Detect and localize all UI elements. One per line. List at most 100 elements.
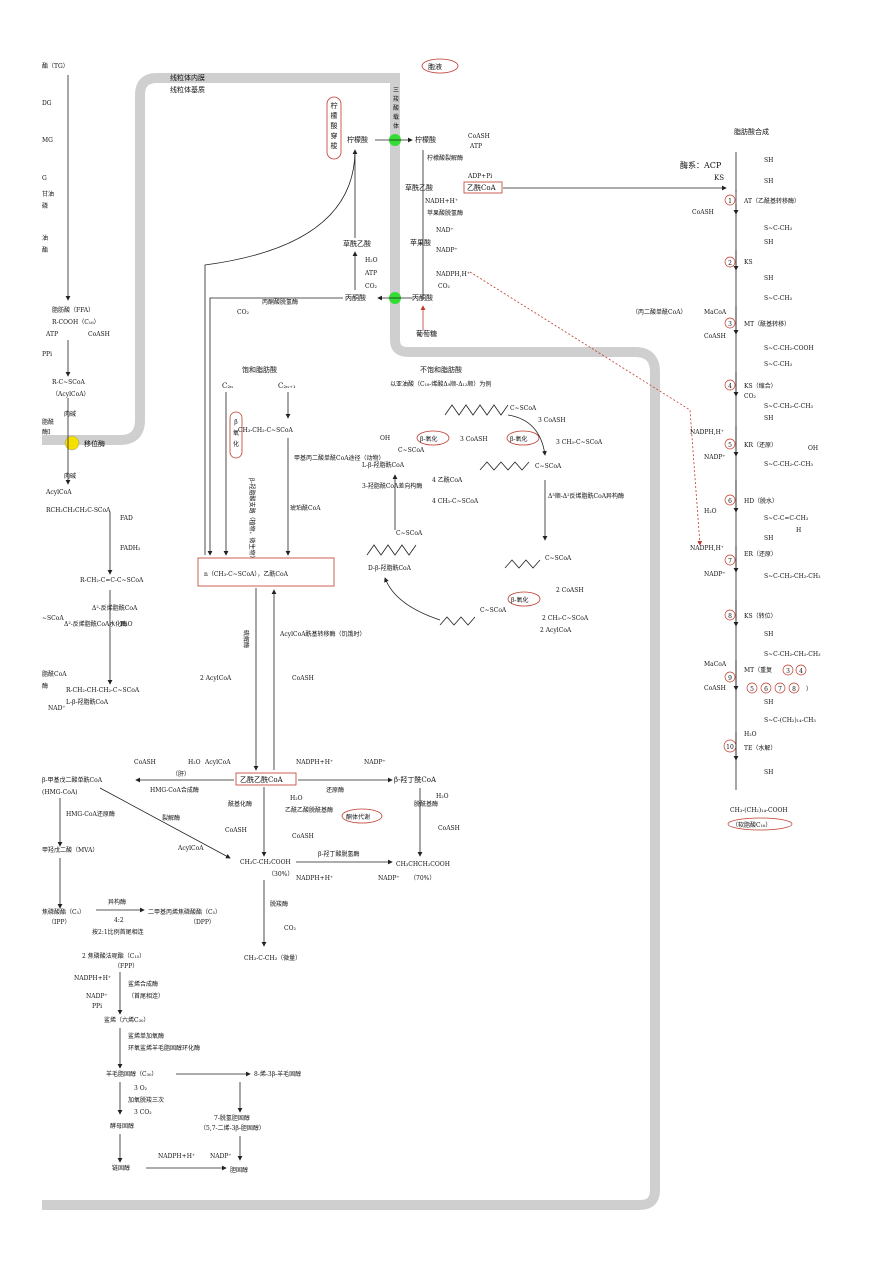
svg-text:~SCoA: ~SCoA <box>42 615 64 622</box>
fas-coash3: CoASH <box>704 685 726 692</box>
fas-nadph1: NADPH,H⁺ <box>690 429 724 436</box>
co2-2-label: CO₂ <box>365 283 378 290</box>
fas-step10-number: 10 <box>723 739 737 753</box>
carnitine-translocase <box>64 435 80 451</box>
fas-step9: MT（重复 <box>744 666 772 674</box>
hydration-arrow <box>384 577 441 621</box>
chol-ppi: PPi <box>92 1003 102 1010</box>
fas-sh6: SH <box>764 535 773 542</box>
svg-text:7: 7 <box>728 558 732 565</box>
svg-text:油: 油 <box>42 234 48 242</box>
fas-repeat-5: 5 <box>746 682 758 694</box>
nadph-supply-arrow <box>469 271 703 546</box>
ketone-acylcoa: AcylCoA <box>204 759 231 766</box>
svg-text:FADH₂: FADH₂ <box>120 545 141 552</box>
atp-label: ATP <box>469 143 482 150</box>
svg-text:檬: 檬 <box>331 111 338 120</box>
fas-sh3: SH <box>764 239 773 246</box>
svg-text:8: 8 <box>728 613 732 620</box>
svg-text:CoASH: CoASH <box>88 331 110 338</box>
chol-nadp-2: NADP⁺ <box>210 1153 232 1160</box>
svg-text:柠: 柠 <box>331 101 338 110</box>
desmosterol: 链固醇 <box>112 1164 130 1172</box>
saturated-fa: 饱和脂肪酸 <box>242 365 277 374</box>
fas-s-malonyl: S~C-CH₂-COOH <box>764 345 814 352</box>
svg-text:7: 7 <box>778 686 782 693</box>
svg-text:H₂O: H₂O <box>120 621 133 628</box>
fas-h2o2: H₂O <box>744 731 757 738</box>
acetoacetyl-coa: 乙酰乙酰CoA <box>235 772 297 786</box>
ketone-nadp: NADP⁺ <box>364 759 386 766</box>
glucose: 葡萄糖 <box>416 329 437 338</box>
fas-repeat-7: 7 <box>774 682 786 694</box>
head-tail: （首尾相连） <box>128 992 164 1000</box>
fas-s-enoyl: S~C-C=C-CH₃ <box>764 515 809 522</box>
h2o-2: H₂O <box>290 795 303 802</box>
svg-text:DG: DG <box>42 100 52 107</box>
ketone-co2: CO₂ <box>284 925 297 932</box>
fas-step6-number: 6 <box>724 494 736 506</box>
coash-2: 2 CoASH <box>556 587 584 594</box>
acyl2: 2 AcylCoA <box>200 675 232 682</box>
fas-step1-number: 1 <box>724 194 736 206</box>
svg-text:n（CH₃-C~SCoA），乙酰CoA: n（CH₃-C~SCoA），乙酰CoA <box>204 570 289 578</box>
acetoacetate: CH₃C-CH₂COOH <box>240 859 291 866</box>
fas-step8: KS（转位） <box>744 612 777 620</box>
co2-3-label: CO₂ <box>237 309 250 316</box>
fas-repeat-4: 4 <box>795 664 807 676</box>
ratio: 4:2 <box>114 917 124 924</box>
svg-text:梭: 梭 <box>331 141 338 150</box>
thiolase: 硫解酶 <box>242 630 250 648</box>
fas-step2: KS <box>744 259 753 266</box>
fas-enzyme-system: 酶系：ACP <box>680 160 722 170</box>
fas-sh2: SH <box>764 178 773 185</box>
palmitate: CH₃-(CH₂)₁₄-COOH <box>730 807 788 814</box>
inner-membrane-label: 线粒体内膜 <box>170 73 205 82</box>
fas-title: 脂肪酸合成 <box>734 127 769 136</box>
svg-text:氧: 氧 <box>233 429 239 437</box>
fas-sh7: SH <box>764 631 773 638</box>
fas-macoa2: MaCoA <box>704 661 727 668</box>
fas-step2-number: 2 <box>724 256 736 268</box>
fas-step6: HD（脱水） <box>744 497 778 505</box>
svg-text:6: 6 <box>728 498 732 505</box>
cholesterol: 胆固醇 <box>230 1166 248 1174</box>
zymosterol: 酵母固醇 <box>110 1122 134 1130</box>
chol-nadph-2: NADPH+H⁺ <box>158 1153 195 1160</box>
cytosol-badge: 胞液 <box>421 58 459 74</box>
liver: （肝） <box>172 771 190 778</box>
acylation-enzyme: 酰基化酶 <box>228 800 252 808</box>
svg-text:3: 3 <box>786 668 790 675</box>
fpp-abbr: （FPP） <box>114 963 138 970</box>
adp-label: ADP+Pi <box>467 173 492 180</box>
svg-text:酸: 酸 <box>331 121 338 130</box>
ketone-body-badge: 酮体代谢 <box>341 808 383 824</box>
svg-text:脂酰CoA: 脂酰CoA <box>42 670 67 678</box>
l-hydroxyacyl: L-β-羟脂酰CoA <box>362 461 405 469</box>
citrate-matrix: 柠檬酸 <box>347 135 368 144</box>
tricarboxylate-carrier-label: 三 羧 酸 载 体 <box>393 87 399 130</box>
d-hydroxy-chain <box>366 544 417 556</box>
hmg-lyase: 裂解酶 <box>162 814 180 822</box>
ketone-coash: CoASH <box>134 759 156 766</box>
citrate-lyase: 柠檬酸裂解酶 <box>427 154 463 162</box>
svg-text:β: β <box>234 419 238 426</box>
squalene: 鲨烯（六烯C₃₀） <box>104 1016 149 1024</box>
fas-macoa: MaCoA <box>704 309 727 316</box>
fas-repeat-end: ） <box>806 686 812 693</box>
pdh-arrow <box>207 297 343 556</box>
svg-text:NAD⁺: NAD⁺ <box>48 705 66 712</box>
fas-sh4: SH <box>764 275 773 282</box>
svg-text:L-β-羟脂酰CoA: L-β-羟脂酰CoA <box>66 698 109 706</box>
svg-text:R-CH₂-C=C-C~SCoA: R-CH₂-C=C-C~SCoA <box>80 577 144 584</box>
svg-text:酸: 酸 <box>393 104 399 112</box>
fas-s-acetyl: S~C-CH₃ <box>764 225 793 232</box>
svg-text:三: 三 <box>393 87 399 94</box>
svg-text:β-氧化: β-氧化 <box>511 596 529 604</box>
fas-coash1: CoASH <box>692 209 714 216</box>
succinyl-coa: 琥珀酰CoA <box>290 504 321 512</box>
unsat-beta-arrow <box>507 414 547 456</box>
fas-s-butyryl: S~C-CH₂-CH₂-CH₃ <box>764 573 821 580</box>
matrix-label: 线粒体基质 <box>170 85 205 94</box>
beta-oxidation-badge: β 氧 化 <box>229 411 243 459</box>
